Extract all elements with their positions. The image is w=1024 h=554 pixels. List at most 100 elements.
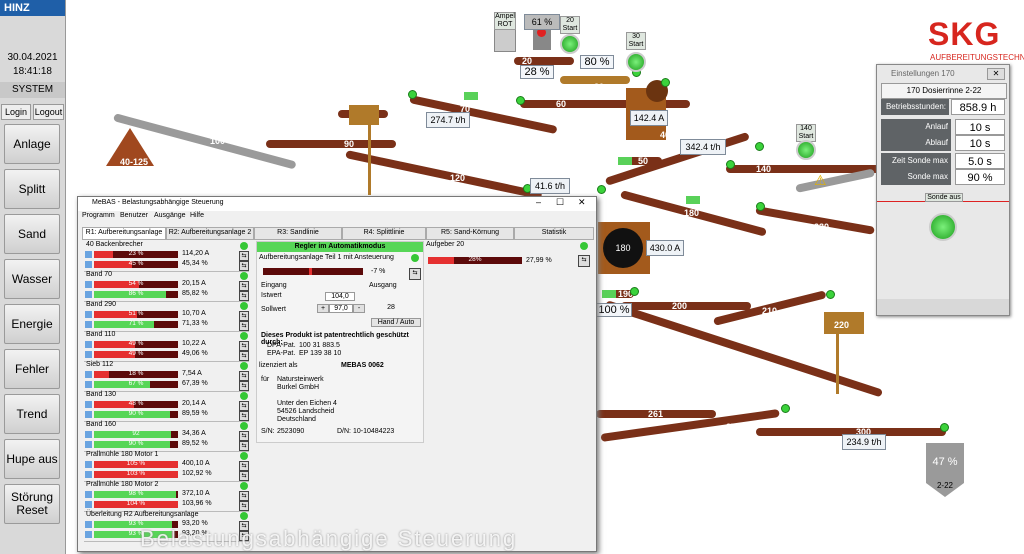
load-item-value-2: 102,92 % xyxy=(182,470,212,477)
load-item-value-2: 89,52 % xyxy=(182,440,208,447)
belt-190[interactable] xyxy=(604,290,634,298)
load-item-value-1: 20,14 A xyxy=(182,400,206,407)
menu-ausgaenge[interactable]: Ausgänge xyxy=(154,212,186,219)
load-item-mode-button[interactable]: ⇆ xyxy=(239,341,249,351)
settings-value[interactable]: 5.0 s xyxy=(955,153,1005,169)
menu-hilfe[interactable]: Hilfe xyxy=(190,212,205,219)
silo-2-22[interactable] xyxy=(926,443,964,483)
load-item-mode-button[interactable]: ⇆ xyxy=(239,311,249,321)
nav-sand-button[interactable]: Sand xyxy=(4,214,60,254)
settings-close-button[interactable]: ✕ xyxy=(987,68,1005,80)
sollwert-value[interactable]: 97,0 xyxy=(329,304,353,313)
sonde-aus-button[interactable] xyxy=(929,213,957,241)
user-display: SYSTEM xyxy=(0,82,65,98)
belt-261[interactable] xyxy=(596,410,716,418)
belt-70-label: 70 xyxy=(460,104,471,114)
tab-r4[interactable]: R4: Splittlinie xyxy=(342,227,426,240)
sollwert-minus-button[interactable]: - xyxy=(353,304,365,313)
tab-statistik[interactable]: Statistik xyxy=(514,227,594,240)
screen-220[interactable] xyxy=(824,312,864,334)
load-item-mode-button[interactable]: ⇆ xyxy=(239,261,249,271)
belt-60[interactable] xyxy=(520,100,690,108)
load-item-pct-2: 45 % xyxy=(128,260,144,267)
login-button[interactable]: Login xyxy=(1,104,31,120)
regler-marker xyxy=(309,268,312,275)
mebas-titlebar: MeBAS - Belastungsabhängige Steuerung – … xyxy=(78,197,596,211)
load-item-mode-button[interactable]: ⇆ xyxy=(239,321,249,331)
belt-20[interactable] xyxy=(514,57,574,65)
minimize-icon[interactable]: – xyxy=(536,197,542,207)
belt-120[interactable] xyxy=(345,150,543,200)
load-item-mode-button[interactable]: ⇆ xyxy=(239,501,249,511)
belt-210-label: 210 xyxy=(762,306,778,316)
time-display: 18:41:18 xyxy=(13,66,52,77)
tab-r1[interactable]: R1: Aufbereitungsanlage xyxy=(82,227,166,240)
belt-30-percent: 80 % xyxy=(580,55,614,69)
sollwert-plus-button[interactable]: + xyxy=(317,304,329,313)
feeder-green xyxy=(618,157,632,165)
settings-value[interactable]: 10 s xyxy=(955,135,1005,151)
load-item-pct-2: 71 % xyxy=(128,320,144,327)
load-item-mode-button[interactable]: ⇆ xyxy=(239,431,249,441)
settings-value[interactable]: 90 % xyxy=(955,169,1005,185)
maximize-icon[interactable]: ☐ xyxy=(556,197,565,207)
nav-anlage-button[interactable]: Anlage xyxy=(4,124,60,164)
settings-value[interactable]: 10 s xyxy=(955,119,1005,135)
load-item-mode-button[interactable]: ⇆ xyxy=(239,351,249,361)
load-item-fill-1 xyxy=(94,461,178,468)
stoerung-reset-button[interactable]: Störung Reset xyxy=(4,484,60,524)
settings-title: Einstellungen 170 xyxy=(891,69,955,78)
load-item-mode-button[interactable]: ⇆ xyxy=(239,531,249,541)
load-item-mode-button[interactable]: ⇆ xyxy=(239,371,249,381)
start-140-button[interactable] xyxy=(796,140,816,160)
hupe-aus-button[interactable]: Hupe aus xyxy=(4,439,60,479)
tab-r2[interactable]: R2: Aufbereitungsanlage 2 xyxy=(166,227,254,240)
menu-benutzer[interactable]: Benutzer xyxy=(120,212,149,219)
load-item-mode-button[interactable]: ⇆ xyxy=(239,521,249,531)
silo-2-22-cone xyxy=(926,483,964,497)
regler-bar xyxy=(263,268,363,275)
logout-button[interactable]: Logout xyxy=(33,104,64,120)
load-item-mode-button[interactable]: ⇆ xyxy=(239,251,249,261)
tab-r3[interactable]: R3: Sandlinie xyxy=(254,227,342,240)
load-item-mode-button[interactable]: ⇆ xyxy=(239,291,249,301)
load-item-fill-2 xyxy=(94,381,151,388)
settings-value[interactable]: 858.9 h xyxy=(951,99,1005,115)
nav-trend-button[interactable]: Trend xyxy=(4,394,60,434)
load-item-mode-button[interactable]: ⇆ xyxy=(239,381,249,391)
nav-splitt-button[interactable]: Splitt xyxy=(4,169,60,209)
start-30-button[interactable] xyxy=(626,52,646,72)
load-item-mode-button[interactable]: ⇆ xyxy=(239,471,249,481)
start-20-button[interactable] xyxy=(560,34,580,54)
load-item-mode-button[interactable]: ⇆ xyxy=(239,461,249,471)
load-item-mode-button[interactable]: ⇆ xyxy=(239,441,249,451)
belt-50[interactable] xyxy=(622,157,662,165)
tab-r5[interactable]: R5: Sand-Körnung xyxy=(426,227,514,240)
load-item-mode-button[interactable]: ⇆ xyxy=(239,491,249,501)
aufgeber-dot xyxy=(580,242,588,250)
mebas-window: MeBAS - Belastungsabhängige Steuerung – … xyxy=(77,196,597,552)
load-item-mode-button[interactable]: ⇆ xyxy=(239,401,249,411)
close-icon[interactable]: ✕ xyxy=(578,197,586,207)
dpa-label: DPA-Pat. xyxy=(267,342,296,349)
belt-30-label: 30 xyxy=(594,82,605,92)
load-item-mode-button[interactable]: ⇆ xyxy=(239,411,249,421)
nav-fehler-button[interactable]: Fehler xyxy=(4,349,60,389)
regler-mode-button[interactable]: ⇆ xyxy=(409,268,421,280)
dn-label: D/N: xyxy=(337,428,351,435)
belt-300[interactable] xyxy=(756,428,946,436)
load-item-pct-1: 49 % xyxy=(128,340,144,347)
belt-90[interactable] xyxy=(266,140,396,148)
menu-programm[interactable]: Programm xyxy=(82,212,115,219)
belt-200[interactable] xyxy=(621,302,751,310)
nav-wasser-button[interactable]: Wasser xyxy=(4,259,60,299)
belt-30[interactable] xyxy=(560,76,630,84)
belt-140[interactable] xyxy=(726,165,896,173)
nav-energie-button[interactable]: Energie xyxy=(4,304,60,344)
load-item-mode-button[interactable]: ⇆ xyxy=(239,281,249,291)
aufgeber-mode-button[interactable]: ⇆ xyxy=(578,255,590,267)
stockpile-40-125[interactable] xyxy=(106,128,154,166)
hand-auto-button[interactable]: Hand / Auto xyxy=(371,318,421,327)
sollwert-label: Sollwert xyxy=(261,306,286,313)
